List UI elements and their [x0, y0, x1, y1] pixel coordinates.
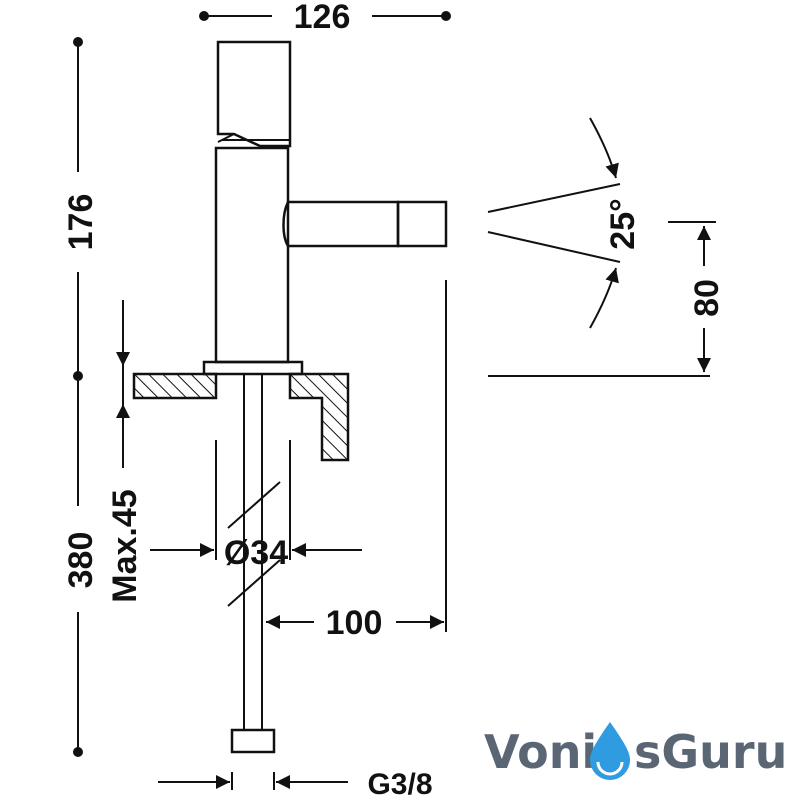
- base-flange: [202, 360, 304, 376]
- countertop-section: [132, 372, 350, 462]
- supply-pipe: [227, 374, 281, 754]
- watermark-text-right: sGuru: [634, 725, 787, 779]
- label-width-top: 126: [294, 0, 351, 36]
- faucet-handle: [216, 40, 292, 148]
- label-spout-reach: 100: [326, 604, 383, 642]
- water-drop-icon: [590, 722, 630, 780]
- label-connection: G3/8: [367, 768, 432, 800]
- label-height-total: 380: [62, 532, 100, 589]
- label-spray-angle: 25°: [604, 198, 642, 249]
- label-max-thickness: Max.45: [106, 489, 144, 602]
- faucet-spout: [282, 200, 448, 248]
- dim-diameter: [150, 440, 362, 560]
- dim-spout-height: [488, 221, 716, 377]
- dim-width-top: [199, 11, 451, 21]
- label-diameter: Ø34: [224, 534, 288, 572]
- faucet-body: [214, 146, 290, 364]
- label-height-upper: 176: [62, 194, 100, 251]
- dim-spray-angle: [487, 117, 621, 329]
- label-spout-height: 80: [688, 279, 726, 317]
- watermark-logo: Voni sGuru: [484, 722, 787, 780]
- dim-connection: [158, 772, 348, 790]
- dim-height-left: [73, 37, 83, 757]
- watermark-text-left: Voni: [484, 725, 597, 779]
- dim-spout-reach: [266, 280, 447, 632]
